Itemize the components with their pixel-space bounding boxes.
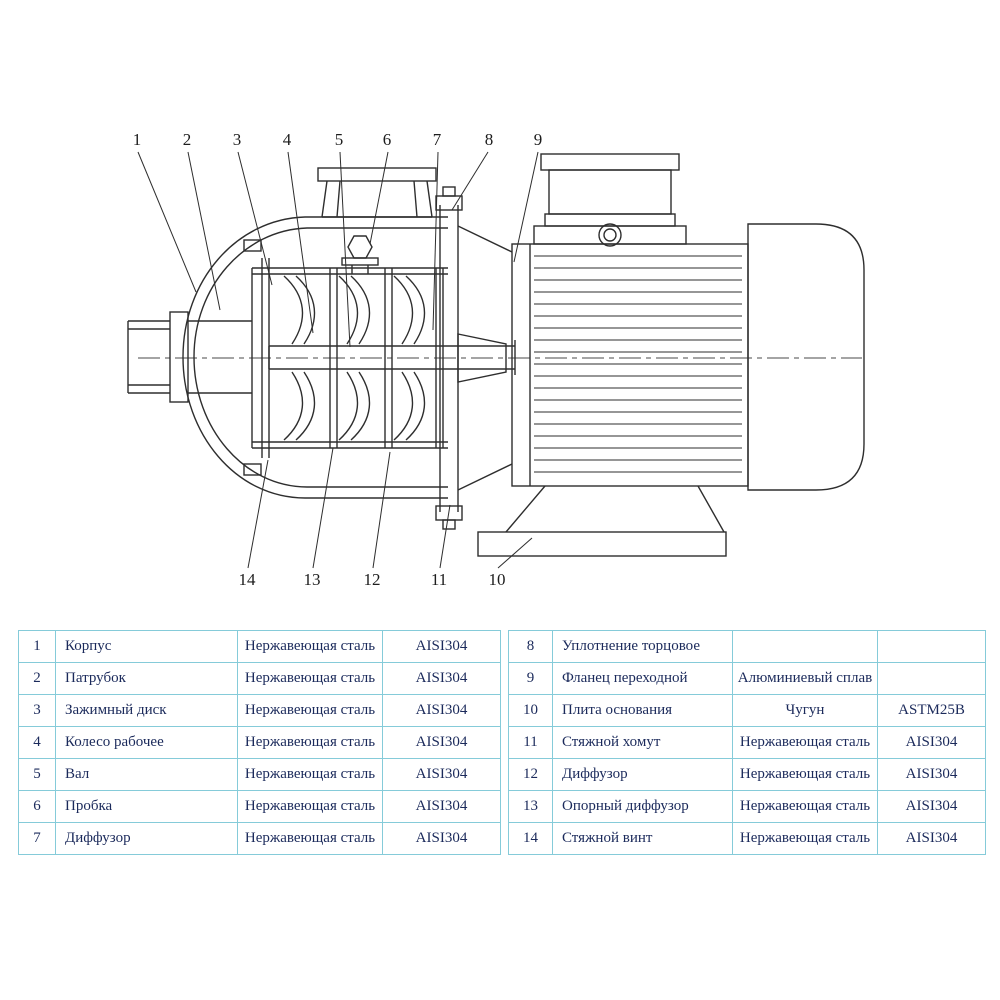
cell-grade: AISI304: [877, 758, 986, 791]
callout-label-1: 1: [132, 130, 142, 149]
cell-material: Нержавеющая сталь: [732, 822, 878, 855]
pump-cross-section-drawing: [127, 151, 865, 569]
callout-label-4: 4: [282, 130, 292, 149]
cell-material: Нержавеющая сталь: [237, 694, 383, 727]
cell-grade: AISI304: [382, 822, 501, 855]
cell-name: Стяжной хомут: [552, 726, 733, 759]
cell-name: Патрубок: [55, 662, 238, 695]
cell-num: 1: [18, 630, 56, 663]
cell-name: Зажимный диск: [55, 694, 238, 727]
callout-label-13: 13: [303, 570, 321, 589]
cell-grade: AISI304: [382, 790, 501, 823]
callout-label-2: 2: [182, 130, 192, 149]
cell-grade: [877, 662, 986, 695]
cell-num: 12: [508, 758, 553, 791]
cell-material: Нержавеющая сталь: [237, 726, 383, 759]
cell-num: 14: [508, 822, 553, 855]
pump-body-group: [127, 153, 865, 557]
cell-grade: AISI304: [877, 822, 986, 855]
callout-label-3: 3: [232, 130, 242, 149]
cell-material: Нержавеющая сталь: [237, 790, 383, 823]
cell-material: Нержавеющая сталь: [237, 822, 383, 855]
callout-label-5: 5: [334, 130, 344, 149]
callout-label-8: 8: [484, 130, 494, 149]
cell-material: Нержавеющая сталь: [237, 758, 383, 791]
callout-label-6: 6: [382, 130, 392, 149]
cell-material: Чугун: [732, 694, 878, 727]
callout-label-14: 14: [238, 570, 256, 589]
cell-name: Стяжной винт: [552, 822, 733, 855]
cell-num: 2: [18, 662, 56, 695]
cell-grade: [877, 630, 986, 663]
cell-name: Корпус: [55, 630, 238, 663]
callout-label-11: 11: [430, 570, 448, 589]
cell-material: Нержавеющая сталь: [732, 790, 878, 823]
cell-grade: AISI304: [877, 726, 986, 759]
cell-material: Нержавеющая сталь: [237, 662, 383, 695]
callout-label-7: 7: [432, 130, 442, 149]
cell-grade: AISI304: [382, 694, 501, 727]
callout-label-9: 9: [533, 130, 543, 149]
cell-name: Плита основания: [552, 694, 733, 727]
cell-name: Вал: [55, 758, 238, 791]
cell-num: 6: [18, 790, 56, 823]
cell-name: Фланец переходной: [552, 662, 733, 695]
cell-material: Нержавеющая сталь: [732, 726, 878, 759]
cell-material: Нержавеющая сталь: [237, 630, 383, 663]
cell-name: Опорный диффузор: [552, 790, 733, 823]
cell-num: 11: [508, 726, 553, 759]
cell-material: Алюминиевый сплав: [732, 662, 878, 695]
leader-lines: [137, 151, 539, 569]
cell-name: Уплотнение торцовое: [552, 630, 733, 663]
cell-grade: AISI304: [382, 758, 501, 791]
cell-material: Нержавеющая сталь: [732, 758, 878, 791]
cell-num: 3: [18, 694, 56, 727]
cell-name: Колесо рабочее: [55, 726, 238, 759]
cell-num: 9: [508, 662, 553, 695]
cell-grade: AISI304: [382, 662, 501, 695]
cell-name: Диффузор: [552, 758, 733, 791]
cell-num: 10: [508, 694, 553, 727]
cell-num: 13: [508, 790, 553, 823]
cell-grade: AISI304: [877, 790, 986, 823]
cell-name: Пробка: [55, 790, 238, 823]
cell-grade: AISI304: [382, 630, 501, 663]
cell-num: 7: [18, 822, 56, 855]
cell-name: Диффузор: [55, 822, 238, 855]
cell-num: 4: [18, 726, 56, 759]
cell-num: 5: [18, 758, 56, 791]
cell-grade: ASTM25B: [877, 694, 986, 727]
cell-grade: AISI304: [382, 726, 501, 759]
callout-label-12: 12: [363, 570, 381, 589]
callout-label-10: 10: [488, 570, 506, 589]
cell-num: 8: [508, 630, 553, 663]
cell-material: [732, 630, 878, 663]
